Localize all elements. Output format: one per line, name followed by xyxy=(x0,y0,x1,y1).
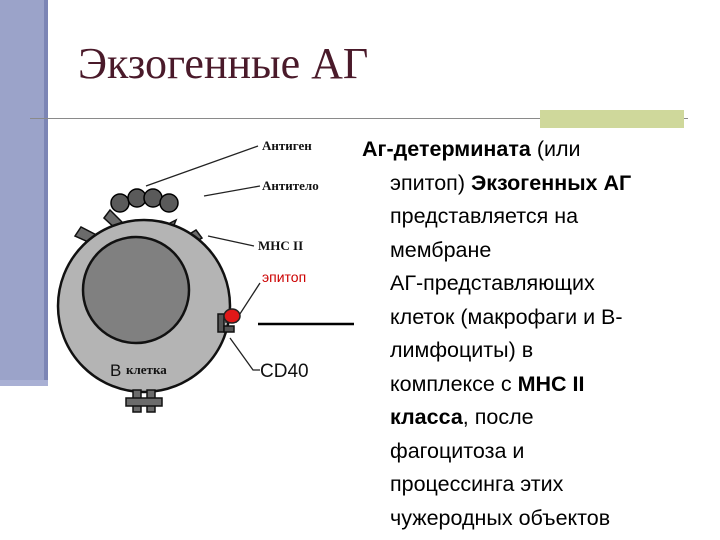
text-line-12: чужеродных объектов xyxy=(390,505,611,530)
slide-title: Экзогенные АГ xyxy=(78,39,369,88)
leader-lines xyxy=(145,145,261,371)
text-line-11: процессинга этих xyxy=(390,472,564,496)
text-line-8: комплексе с МНС II xyxy=(390,371,585,396)
text-line-4: мембране xyxy=(390,237,492,262)
text-line-3: представляется на xyxy=(390,204,579,228)
text-line-9: класса, после xyxy=(390,405,534,429)
text-line-1: Аг-детермината (или xyxy=(362,137,581,161)
antigen-spheres xyxy=(110,188,179,213)
title-divider xyxy=(30,118,688,119)
label-antigen: Антиген xyxy=(262,138,312,153)
label-antibody: Антитело xyxy=(262,178,319,193)
label-cd40: CD40 xyxy=(260,361,309,382)
text-line-2: эпитоп) Экзогенных АГ xyxy=(390,170,632,195)
label-cell-word: клетка xyxy=(126,362,167,377)
side-accent-bar xyxy=(0,0,44,383)
text-line-5: АГ-представляющих xyxy=(390,271,595,295)
description-text: Аг-детермината (или эпитоп) Экзогенных А… xyxy=(362,133,714,535)
accent-rectangle xyxy=(540,110,684,128)
epitope-dot xyxy=(223,308,241,324)
label-cell-b: B xyxy=(110,361,121,380)
side-accent-bottom xyxy=(0,380,48,386)
label-epitope: эпитоп xyxy=(262,269,306,285)
cell-nucleus xyxy=(81,235,191,345)
label-mhc: MHC II xyxy=(258,238,303,253)
text-line-6: клеток (макрофаги и В- xyxy=(390,304,623,329)
b-cell-diagram: Антиген Антитело MHC II эпитоп B клетка … xyxy=(56,138,354,413)
text-line-10: фагоцитоза и xyxy=(390,438,525,463)
text-line-7: лимфоциты) в xyxy=(390,338,534,362)
cd40-receptor xyxy=(125,389,163,413)
side-accent-shadow xyxy=(44,0,48,383)
